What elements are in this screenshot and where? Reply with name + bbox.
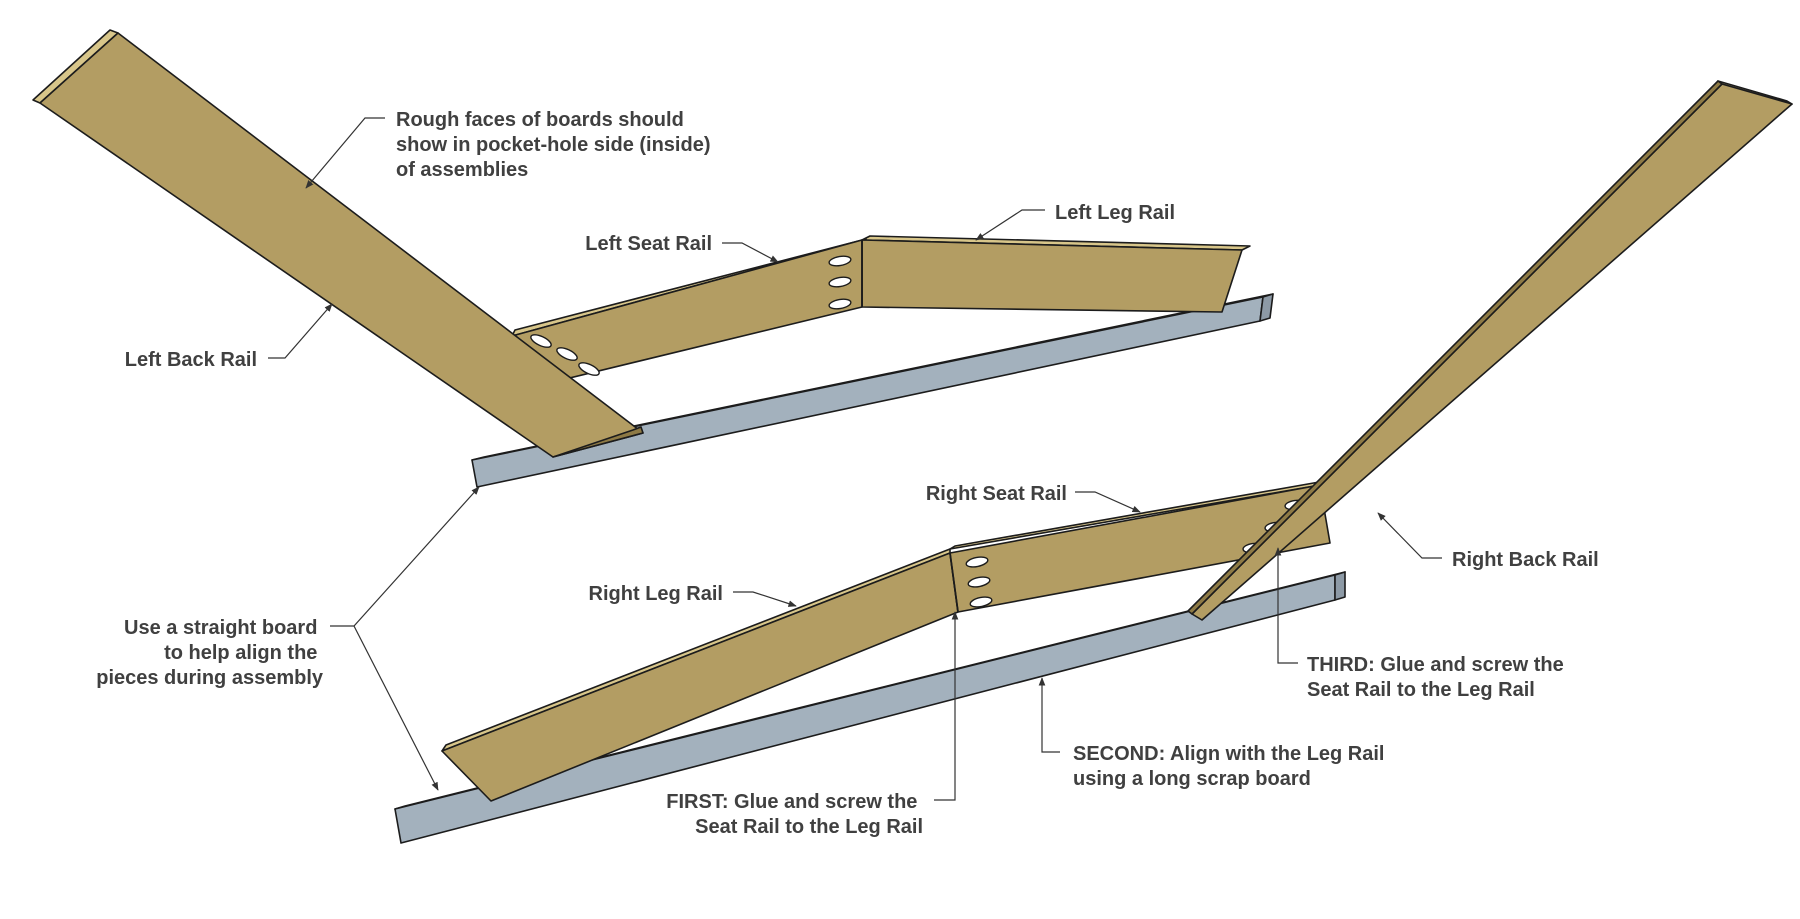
leader-second-step [1038,677,1060,753]
leader-lines [268,117,1442,801]
label-first-step: FIRST: Glue and screw the Seat Rail to t… [666,791,923,838]
pocket-hole-icon [530,334,552,348]
label-left-seat-rail: Left Seat Rail [585,233,712,255]
leader-right-leg-rail [733,591,797,607]
label-right-back-rail: Right Back Rail [1452,549,1599,571]
pocket-hole-icon [828,298,852,310]
label-right-leg-rail: Right Leg Rail [589,583,723,605]
pocket-hole-icon [965,556,989,568]
leader-left-leg-rail [975,209,1045,241]
left-back-rail [32,29,644,458]
pocket-hole-icon [828,255,852,267]
label-straight-board-line-1: Use a straight board [124,617,317,639]
leader-first-step [934,611,959,801]
right-straight-board-end [1334,571,1346,601]
pocket-hole-icon [967,576,991,588]
label-third-step-line-2: Seat Rail to the Leg Rail [1307,679,1535,701]
leader-rough-faces [305,117,385,189]
left-straight-board-end [1259,293,1274,322]
left-straight-board [471,293,1274,488]
leader-straight-board-lower [353,625,439,791]
left-back-rail-end [552,426,644,458]
leader-left-back-rail [268,303,333,359]
label-second-step-line-2: using a long scrap board [1073,768,1311,790]
right-back-rail-face [1191,83,1793,621]
right-straight-board [394,571,1346,844]
label-rough-faces: Rough faces of boards should show in poc… [396,109,716,181]
label-third-step: THIRD: Glue and screw the Seat Rail to t… [1307,654,1569,701]
leader-left-seat-rail [722,242,779,263]
label-straight-board: Use a straight board to help align the p… [96,617,324,689]
leader-right-seat-rail [1075,491,1141,513]
right-back-rail-side [1187,80,1723,615]
labels: Rough faces of boards should show in poc… [96,109,1598,838]
label-second-step: SECOND: Align with the Leg Rail using a … [1073,743,1390,790]
left-leg-rail [861,235,1251,313]
label-straight-board-line-2: to help align the [164,642,317,664]
label-rough-faces-line-2: show in pocket-hole side (inside) [396,134,710,156]
label-rough-faces-line-3: of assemblies [396,159,528,181]
label-left-leg-rail: Left Leg Rail [1055,202,1175,224]
label-straight-board-line-3: pieces during assembly [96,667,324,689]
label-first-step-line-1: FIRST: Glue and screw the [666,791,917,813]
label-first-step-line-2: Seat Rail to the Leg Rail [695,816,923,838]
right-seat-leg-joint [949,552,959,613]
leader-right-back-rail [1377,512,1442,559]
label-right-seat-rail: Right Seat Rail [926,483,1067,505]
pocket-hole-icon [578,362,600,376]
right-seat-rail [949,480,1331,613]
leader-third-step [1274,547,1298,664]
leader-straight-board-upper [330,486,480,627]
pocket-hole-icon [556,347,578,361]
pocket-hole-icon [969,596,993,608]
label-left-back-rail: Left Back Rail [125,349,257,371]
right-back-rail [1187,80,1793,621]
label-rough-faces-line-1: Rough faces of boards should [396,109,684,131]
left-seat-rail [511,238,867,393]
label-third-step-line-1: THIRD: Glue and screw the [1307,654,1564,676]
left-back-rail-face [39,32,644,458]
left-leg-rail-face [861,239,1243,313]
left-seat-rail-face [511,239,863,393]
pocket-hole-icon [828,276,852,288]
label-second-step-line-1: SECOND: Align with the Leg Rail [1073,743,1384,765]
